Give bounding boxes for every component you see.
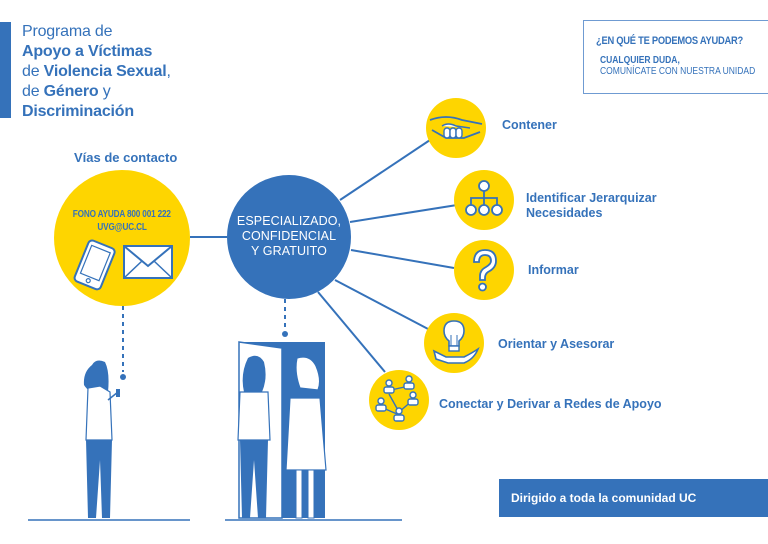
service-circle-identificar — [454, 170, 514, 230]
service-label-informar: Informar — [528, 263, 579, 277]
connector-conectar — [317, 291, 386, 373]
tablet-icon — [73, 239, 116, 291]
title-line-1: Programa de — [22, 23, 113, 40]
service-circle-contener — [426, 98, 486, 158]
handshake-icon — [429, 116, 483, 139]
contact-heading: Vías de contacto — [74, 150, 178, 165]
connector-identificar — [349, 204, 458, 223]
center-text: ESPECIALIZADO, CONFIDENCIAL Y GRATUITO — [227, 214, 351, 259]
center-circle — [227, 175, 351, 299]
connector-informar — [350, 249, 455, 269]
center-line-1: ESPECIALIZADO, — [236, 214, 342, 228]
title-line-3-prefix: de — [22, 63, 44, 80]
page-title: Programa de Apoyo a Víctimas de Violenci… — [22, 22, 171, 122]
contact-phone[interactable]: FONO AYUDA 800 001 222 — [72, 209, 172, 220]
help-answer-regular: COMUNÍCATE CON NUESTRA UNIDAD — [600, 66, 756, 77]
title-line-3-tail: , — [166, 63, 171, 80]
audience-banner: Dirigido a toda la comunidad UC — [499, 479, 768, 517]
service-label-identificar-line1: Identificar Jerarquizar — [526, 191, 657, 205]
lightbulb-hand-icon — [432, 320, 480, 364]
title-line-2: Apoyo a Víctimas — [22, 43, 153, 60]
title-line-4-bold: Género — [43, 83, 99, 100]
title-line-4-prefix: de — [22, 83, 44, 100]
hierarchy-icon — [465, 180, 503, 216]
service-label-identificar: Identificar Jerarquizar Necesidades — [526, 191, 657, 221]
question-mark-icon — [473, 249, 497, 292]
title-accent-bar — [0, 22, 11, 118]
woman-with-phone-illustration — [83, 360, 120, 518]
center-line-2: CONFIDENCIAL — [241, 229, 337, 243]
service-label-conectar: Conectar y Derivar a Redes de Apoyo — [439, 397, 662, 411]
service-circle-informar — [454, 240, 514, 300]
title-line-5: Discriminación — [22, 103, 134, 120]
contact-circle — [54, 170, 190, 306]
envelope-icon — [123, 245, 173, 279]
title-line-4-tail: y — [98, 83, 111, 100]
contact-info: FONO AYUDA 800 001 222 UVG@UC.CL — [54, 208, 190, 234]
help-box: ¿EN QUÉ TE PODEMOS AYUDAR? CUALQUIER DUD… — [583, 20, 768, 94]
help-answer-bold: CUALQUIER DUDA, — [600, 55, 680, 66]
service-label-orientar: Orientar y Asesorar — [498, 337, 615, 351]
help-question: ¿EN QUÉ TE PODEMOS AYUDAR? — [596, 35, 743, 47]
contact-icons — [73, 239, 173, 291]
help-answer: CUALQUIER DUDA, COMUNÍCATE CON NUESTRA U… — [600, 55, 756, 77]
woman-in-doorway-illustration — [285, 356, 327, 519]
center-line-3: Y GRATUITO — [250, 244, 327, 258]
woman-back-illustration — [237, 355, 271, 518]
network-people-icon — [375, 375, 419, 422]
service-label-contener: Contener — [502, 118, 557, 132]
connector-contener — [339, 139, 431, 201]
contact-email[interactable]: UVG@UC.CL — [97, 222, 147, 233]
service-circle-conectar — [369, 370, 429, 430]
service-label-identificar-line2: Necesidades — [526, 206, 603, 220]
title-line-3-bold: Violencia Sexual — [43, 63, 167, 80]
connector-orientar — [334, 279, 431, 331]
service-circle-orientar — [424, 313, 484, 373]
